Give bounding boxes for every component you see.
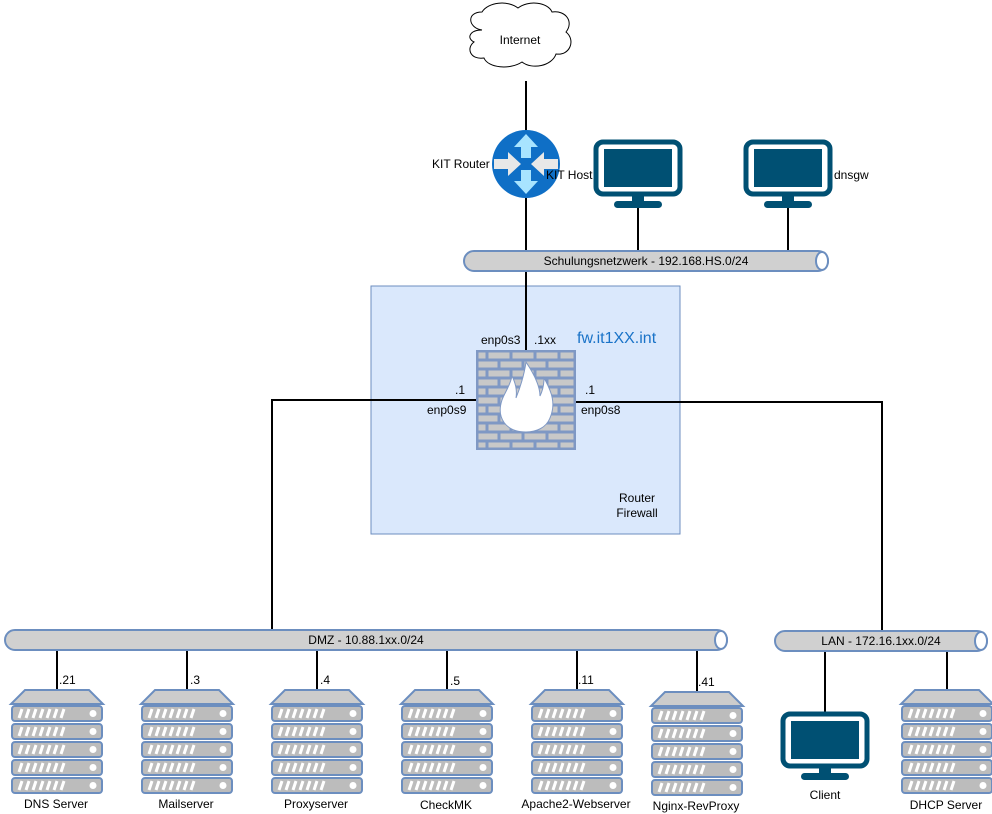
dhcp-server-icon[interactable] — [901, 690, 992, 793]
internet-label: Internet — [499, 33, 541, 47]
if-left-addr: .1 — [455, 383, 466, 397]
mailserver-icon[interactable] — [141, 690, 233, 793]
lan-bus[interactable] — [774, 630, 988, 652]
flame-icon — [499, 360, 554, 433]
kit-host-label: KIT Host — [546, 168, 593, 182]
proxyserver-addr: .4 — [320, 673, 331, 687]
firewall-role-line1: Router — [618, 491, 656, 505]
mailserver-addr: .3 — [190, 673, 201, 687]
if-top-addr: .1xx — [534, 333, 557, 347]
client-monitor-icon[interactable] — [783, 714, 867, 780]
link-firewall-lan — [576, 401, 883, 630]
proxyserver-label: Proxyserver — [283, 797, 349, 811]
nginx-revproxy-addr: .41 — [698, 675, 715, 689]
dmz-label: DMZ - 10.88.1xx.0/24 — [308, 633, 424, 647]
apache2-webserver-icon[interactable] — [531, 690, 623, 793]
dnsgw-monitor-icon[interactable] — [746, 142, 830, 208]
dhcp-server-label: DHCP Server — [909, 798, 983, 812]
apache2-webserver-label: Apache2-Webserver — [521, 797, 631, 811]
kit-router-icon[interactable] — [492, 130, 560, 198]
if-right-name: enp0s8 — [581, 403, 621, 417]
schulungsnetz-label: Schulungsnetzwerk - 192.168.HS.0/24 — [543, 254, 749, 268]
firewall-icon[interactable] — [476, 350, 576, 450]
lan-label: LAN - 172.16.1xx.0/24 — [821, 634, 941, 648]
schulungsnetz-bus[interactable] — [463, 250, 829, 272]
client-label: Client — [809, 788, 841, 802]
apache2-webserver-addr: .11 — [578, 673, 594, 687]
connections — [56, 81, 948, 712]
dmz-bus[interactable] — [4, 629, 728, 651]
checkmk-label: CheckMK — [419, 798, 473, 812]
if-left-name: enp0s9 — [427, 403, 467, 417]
mailserver-label: Mailserver — [158, 797, 214, 811]
internet-cloud-icon[interactable] — [469, 2, 572, 68]
kit-router-label: KIT Router — [432, 157, 490, 171]
checkmk-server-icon[interactable] — [401, 690, 493, 793]
kit-host-monitor-icon[interactable] — [596, 142, 680, 208]
if-top-name: enp0s3 — [481, 333, 521, 347]
nginx-revproxy-label: Nginx-RevProxy — [652, 799, 740, 813]
dns-server-icon[interactable] — [11, 690, 103, 793]
firewall-role-line2: Firewall — [616, 506, 658, 520]
firewall-hostname: fw.it1XX.int — [577, 330, 657, 347]
dns-server-addr: .21 — [59, 673, 76, 687]
dnsgw-label: dnsgw — [834, 168, 869, 182]
if-right-addr: .1 — [585, 383, 596, 397]
link-firewall-dmz — [271, 399, 476, 630]
proxyserver-icon[interactable] — [271, 690, 363, 793]
nginx-revproxy-icon[interactable] — [651, 692, 743, 795]
checkmk-addr: .5 — [450, 674, 461, 688]
dns-server-label: DNS Server — [23, 797, 89, 811]
